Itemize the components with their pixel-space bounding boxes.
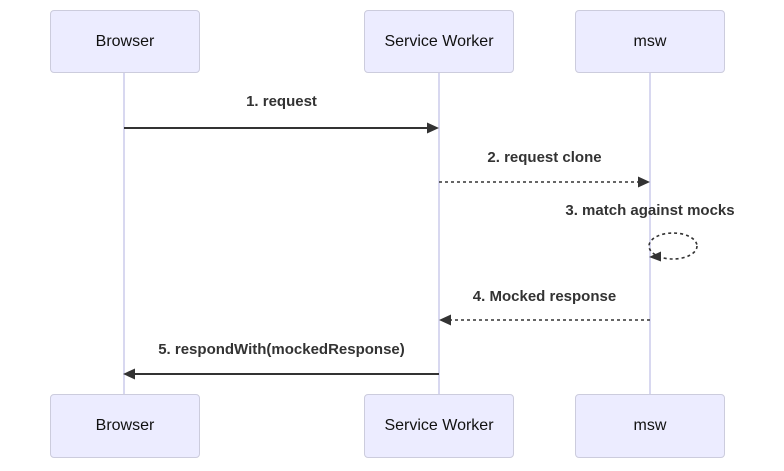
actor-label-service-worker: Service Worker [384, 32, 494, 50]
actor-box-msw-top: msw [575, 10, 725, 73]
actor-label-service-worker: Service Worker [384, 417, 494, 434]
arrowhead-left-icon [123, 368, 135, 380]
actor-box-service-worker-bottom: Service Worker [364, 394, 514, 458]
actor-box-service-worker-top: Service Worker [364, 10, 514, 73]
self-loop-ellipse [648, 232, 698, 260]
actor-label-browser: Browser [95, 417, 155, 434]
actor-label-browser: Browser [95, 32, 155, 50]
arrowhead-right-icon [427, 122, 439, 134]
message-label-5: 5. respondWith(mockedResponse) [158, 341, 405, 358]
arrowhead-left-icon [649, 251, 661, 262]
actor-box-browser-top: Browser [50, 10, 200, 73]
message-label-2: 2. request clone [487, 149, 602, 166]
actor-box-browser-bottom: Browser [50, 394, 200, 458]
actor-box-msw-bottom: msw [575, 394, 725, 458]
message-label-3: 3. match against mocks [565, 202, 735, 219]
actor-label-msw: msw [633, 32, 667, 50]
arrowhead-left-icon [439, 314, 451, 326]
message-label-4: 4. Mocked response [472, 288, 617, 305]
message-label-1: 1. request [246, 93, 317, 110]
actor-label-msw: msw [633, 417, 667, 434]
arrowhead-right-icon [638, 176, 650, 188]
